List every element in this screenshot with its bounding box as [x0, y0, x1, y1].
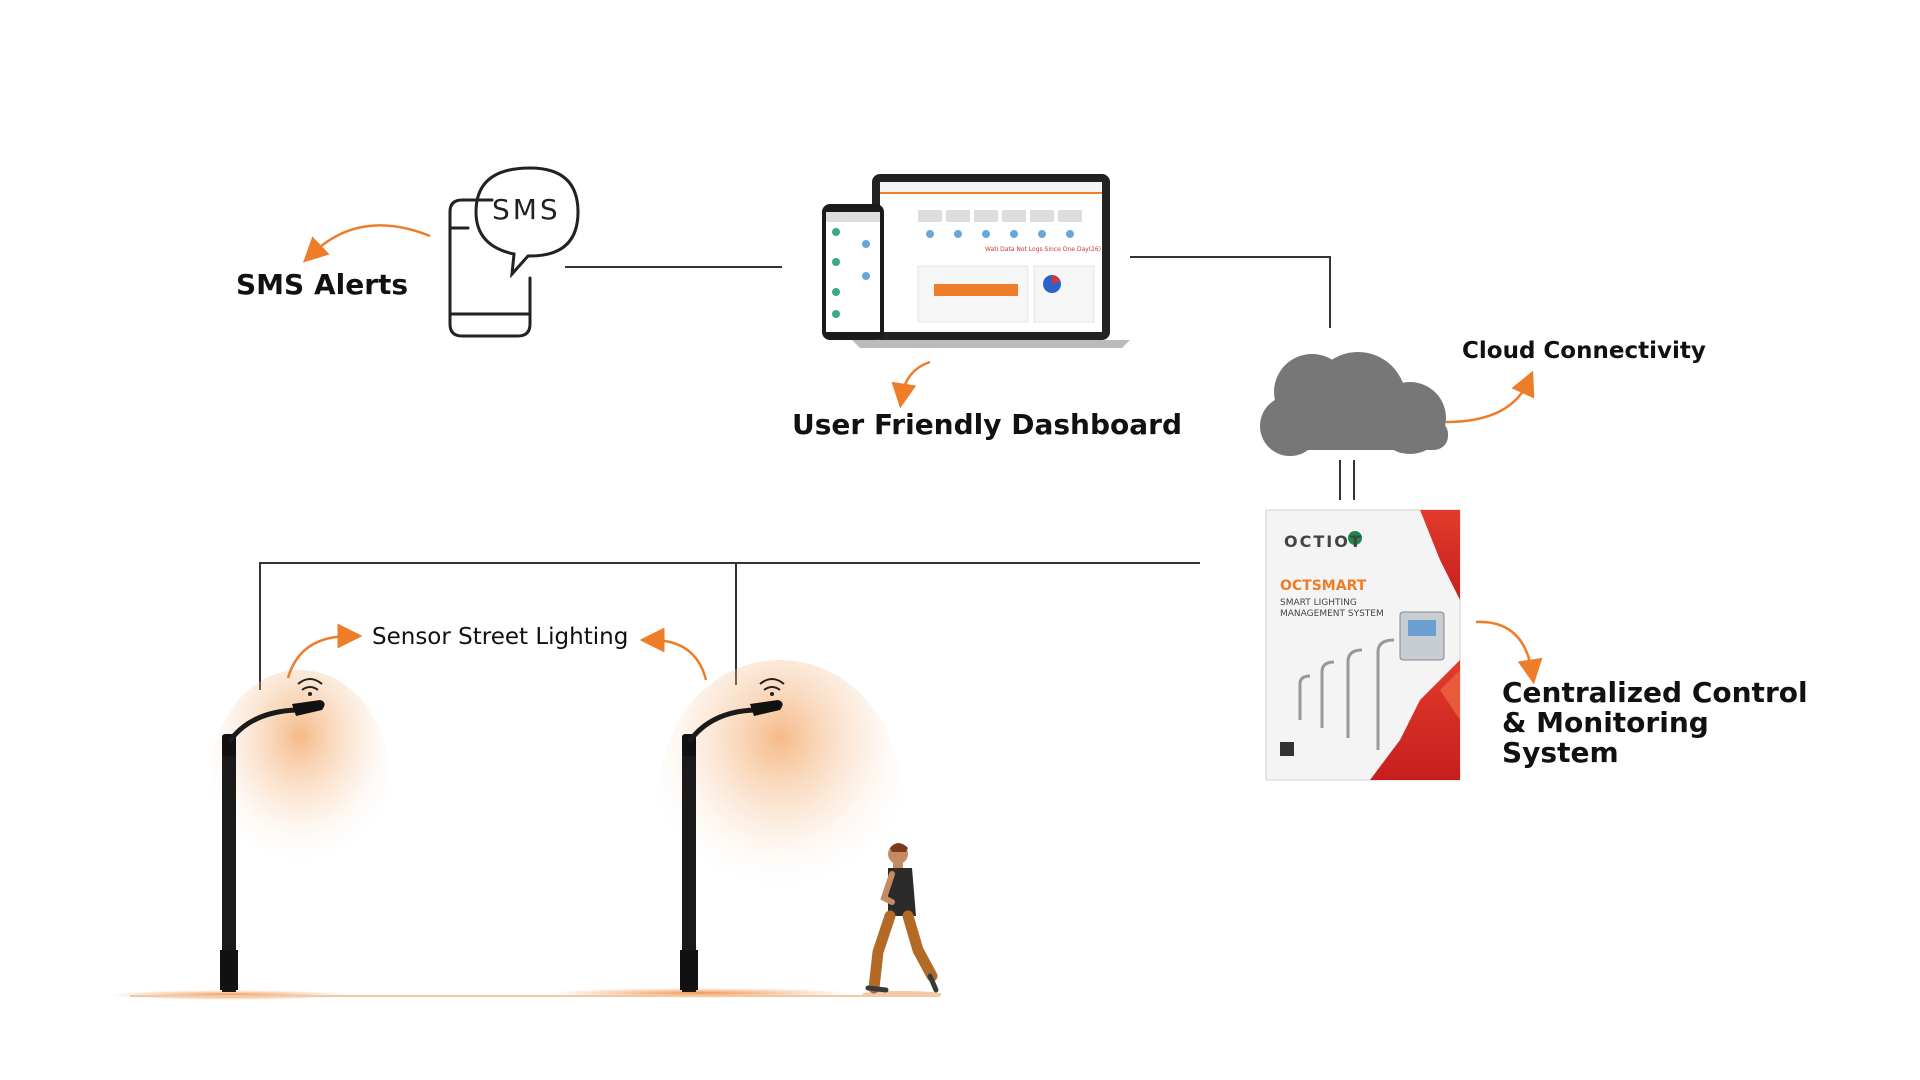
panel-brand-logo: OCTIOT [1284, 532, 1363, 551]
centralized-control-label: Centralized Control & Monitoring System [1502, 678, 1808, 768]
centralized-control-line1: Centralized Control [1502, 676, 1808, 709]
cloud-connectivity-label: Cloud Connectivity [1462, 338, 1706, 364]
dashboard-devices-icon [822, 174, 1130, 348]
orange-arrows [286, 224, 1543, 685]
control-panel-image [1265, 509, 1461, 781]
arrow-central [1475, 620, 1543, 685]
street-lamp-2 [550, 660, 900, 998]
walking-person-icon [862, 843, 942, 997]
centralized-control-line2: & Monitoring [1502, 706, 1709, 739]
arrow-street-left [286, 623, 363, 679]
panel-product-name: OCTSMART [1280, 578, 1367, 594]
sms-alerts-label: SMS Alerts [236, 268, 409, 301]
arrow-cloud [1445, 370, 1535, 424]
dashboard-banner-text: Wati Data Not Logs Since One Day(26) [985, 246, 1101, 253]
cloud-icon [1260, 352, 1448, 456]
sensor-street-lighting-label: Sensor Street Lighting [372, 624, 629, 650]
panel-subtitle-line2: MANAGEMENT SYSTEM [1280, 609, 1384, 619]
arrow-dashboard [891, 360, 931, 409]
sms-bubble-text: SMS [492, 193, 561, 226]
arrow-street-right [639, 627, 708, 681]
street-lamp-1 [110, 670, 390, 1000]
arrow-sms [302, 224, 431, 263]
connection-lines [259, 256, 1355, 690]
dashboard-label: User Friendly Dashboard [792, 408, 1183, 441]
panel-subtitle-line1: SMART LIGHTING [1280, 598, 1357, 608]
phone-sms-icon [448, 166, 580, 338]
centralized-control-line3: System [1502, 736, 1619, 769]
